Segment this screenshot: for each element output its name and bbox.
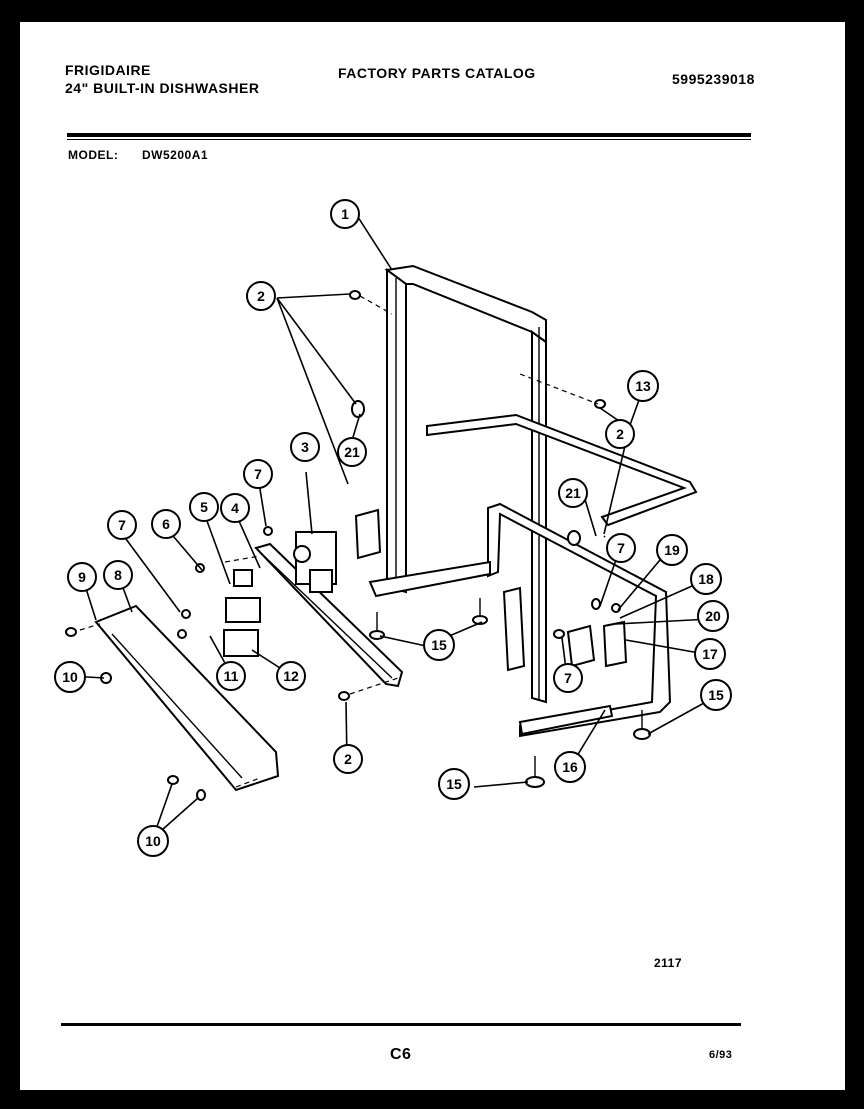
model-number: DW5200A1 [142,148,209,162]
upper-rail-part [426,413,698,527]
callout-8: 8 [103,560,133,590]
callout-6: 6 [151,509,181,539]
callout-15-bottom: 15 [438,768,470,800]
callout-3: 3 [290,432,320,462]
exploded-parts-diagram: 1 2 2 2 3 4 5 6 7 7 7 7 8 9 10 10 11 12 … [54,199,732,857]
svg-text:7: 7 [254,466,262,482]
svg-text:2: 2 [616,426,624,442]
callout-11: 11 [216,661,246,691]
brand-name: FRIGIDAIRE [65,62,151,78]
drawing-number: 2117 [654,956,683,970]
callout-16: 16 [554,751,586,783]
svg-text:15: 15 [446,776,462,792]
product-name: 24" BUILT-IN DISHWASHER [65,80,260,96]
svg-text:19: 19 [664,542,680,558]
svg-text:7: 7 [617,540,625,556]
switch-bracket-part [223,569,261,657]
callout-4: 4 [220,493,250,523]
svg-text:12: 12 [283,668,299,684]
page-code: C6 [390,1046,412,1063]
svg-text:8: 8 [114,567,122,583]
control-rail-part [254,542,404,688]
callout-7-upper: 7 [243,459,273,489]
base-frame-part [368,502,672,738]
svg-text:17: 17 [702,646,718,662]
callout-7-right-lower: 7 [553,663,583,693]
catalog-number: 5995239018 [672,71,755,87]
callout-13: 13 [627,370,659,402]
control-panel-part [94,604,280,792]
callout-20: 20 [697,600,729,632]
svg-text:4: 4 [231,500,239,516]
svg-text:16: 16 [562,759,578,775]
catalog-sheet: FRIGIDAIRE 24" BUILT-IN DISHWASHER FACTO… [20,22,845,1090]
svg-text:20: 20 [705,608,721,624]
svg-text:18: 18 [698,571,714,587]
issue-date: 6/93 [709,1049,733,1061]
callout-21-left: 21 [337,437,367,467]
svg-text:7: 7 [118,517,126,533]
svg-text:2: 2 [257,288,265,304]
callout-2-bottom: 2 [333,744,363,774]
callout-18: 18 [690,563,722,595]
svg-text:11: 11 [224,668,239,684]
catalog-title: FACTORY PARTS CATALOG [338,65,536,81]
svg-text:13: 13 [635,378,651,394]
svg-text:15: 15 [431,637,447,653]
svg-text:21: 21 [565,485,581,501]
callout-12: 12 [276,661,306,691]
header-divider-thin [67,139,751,140]
callout-10-lower: 10 [137,825,169,857]
callout-15-center: 15 [423,629,455,661]
callout-7-left: 7 [107,510,137,540]
svg-text:7: 7 [564,670,572,686]
inlet-valve-part [293,531,337,593]
callout-19: 19 [656,534,688,566]
svg-text:21: 21 [344,444,360,460]
svg-text:9: 9 [78,569,86,585]
svg-text:10: 10 [145,833,161,849]
svg-text:5: 5 [200,499,208,515]
callout-21-right: 21 [558,478,588,508]
callout-5: 5 [189,492,219,522]
footer-divider [61,1023,741,1026]
callout-9: 9 [67,562,97,592]
callout-7-right-upper: 7 [606,533,636,563]
svg-text:2: 2 [344,751,352,767]
model-label: MODEL: [68,148,119,162]
callout-15-right: 15 [700,679,732,711]
header-divider [67,133,751,137]
callout-2-top: 2 [246,281,276,311]
svg-text:1: 1 [341,206,349,222]
side-bracket-part [354,508,526,672]
callout-17: 17 [694,638,726,670]
svg-text:15: 15 [708,687,724,703]
svg-text:10: 10 [62,669,78,685]
door-frame-part [384,264,547,704]
assembly-lines [79,295,599,788]
svg-text:6: 6 [162,516,170,532]
callout-1: 1 [330,199,360,229]
callout-2-right: 2 [605,419,635,449]
leveling-legs [369,598,651,788]
callout-10-upper: 10 [54,661,86,693]
hinge-bracket-part [566,620,628,668]
svg-text:3: 3 [301,439,309,455]
